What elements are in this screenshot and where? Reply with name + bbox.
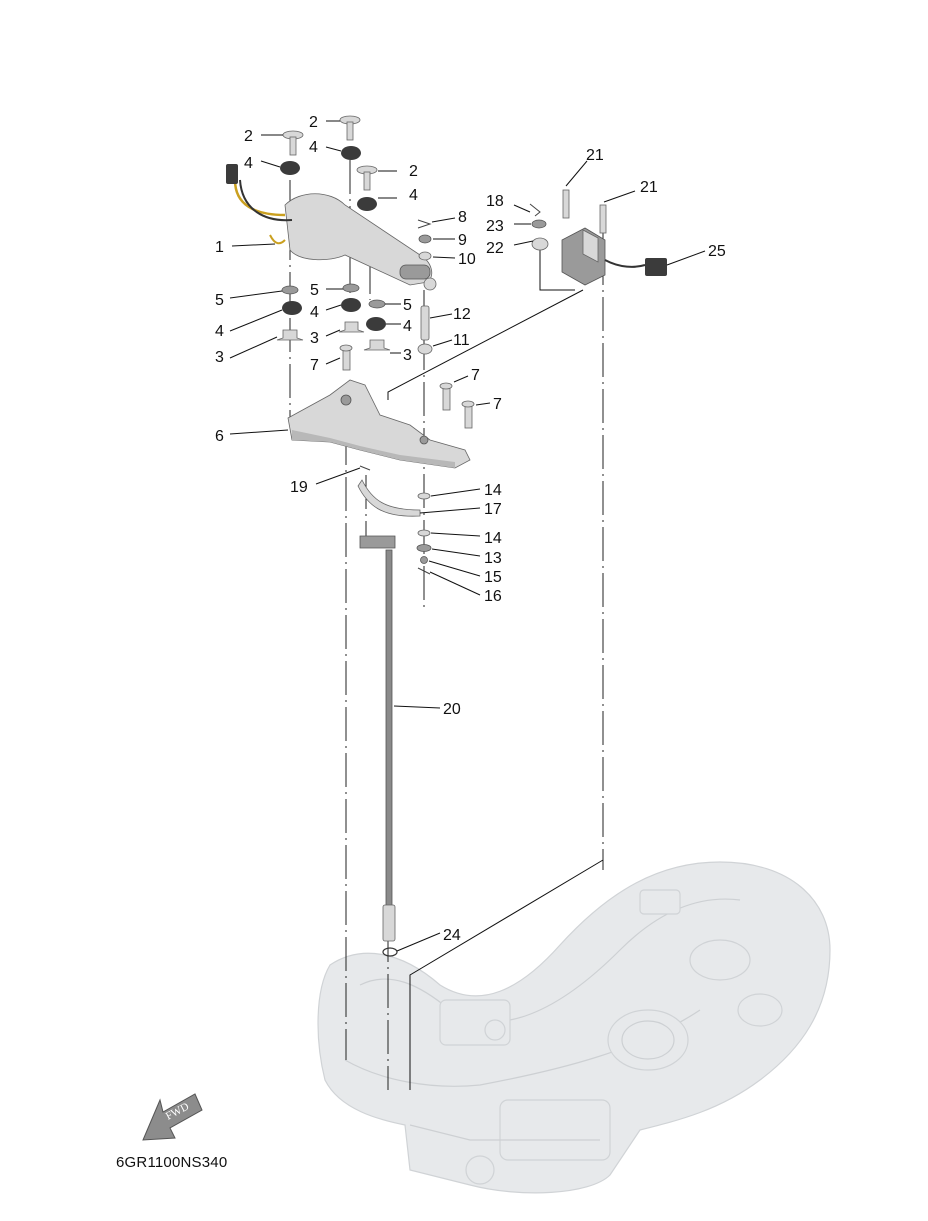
callout-2a: 2	[244, 128, 253, 145]
callout-3b: 3	[310, 330, 319, 347]
fwd-direction-arrow: FWD	[142, 1093, 203, 1141]
callout-9: 9	[458, 232, 467, 249]
callout-7a: 7	[310, 357, 319, 374]
part-1-actuator	[226, 164, 437, 291]
callout-16: 16	[484, 588, 502, 605]
callout-21a: 21	[586, 147, 604, 164]
callout-7b: 7	[471, 367, 480, 384]
callouts: 1 2 2 2 3 3 3 4 4 4 4 4 4 5 5 5 6 7	[215, 114, 726, 952]
callout-7c: 7	[493, 396, 502, 413]
callout-2b: 2	[309, 114, 318, 131]
callout-20: 20	[443, 701, 461, 718]
part-17-19-links	[357, 465, 421, 549]
callout-3c: 3	[403, 347, 412, 364]
part-25-sensor	[561, 227, 667, 286]
assembly-axes	[289, 160, 604, 1090]
callout-2c: 2	[409, 163, 418, 180]
part-6-bracket	[287, 379, 471, 469]
callout-4f: 4	[403, 318, 412, 335]
diagram-code: 6GR1100NS340	[116, 1154, 228, 1171]
callout-10: 10	[458, 251, 476, 268]
callout-22: 22	[486, 240, 504, 257]
callout-21b: 21	[640, 179, 658, 196]
callout-13: 13	[484, 550, 502, 567]
callout-5c: 5	[403, 297, 412, 314]
small-parts	[276, 115, 607, 957]
callout-4c: 4	[409, 187, 418, 204]
callout-17: 17	[484, 501, 502, 518]
callout-11: 11	[453, 332, 470, 349]
callout-8: 8	[458, 209, 467, 226]
callout-14a: 14	[484, 482, 502, 499]
callout-4e: 4	[310, 304, 319, 321]
callout-24: 24	[443, 927, 461, 944]
ghost-lower-housing	[317, 861, 831, 1194]
callout-15: 15	[484, 569, 502, 586]
callout-23: 23	[486, 218, 504, 235]
part-20-rod	[382, 549, 396, 942]
callout-14b: 14	[484, 530, 502, 547]
callout-1: 1	[215, 239, 224, 256]
callout-4a: 4	[244, 155, 253, 172]
callout-4b: 4	[309, 139, 318, 156]
callout-5a: 5	[215, 292, 224, 309]
callout-25: 25	[708, 243, 726, 260]
callout-4d: 4	[215, 323, 224, 340]
callout-3a: 3	[215, 349, 224, 366]
callout-19: 19	[290, 479, 308, 496]
callout-18: 18	[486, 193, 504, 210]
callout-5b: 5	[310, 282, 319, 299]
callout-12: 12	[453, 306, 471, 323]
callout-6: 6	[215, 428, 224, 445]
